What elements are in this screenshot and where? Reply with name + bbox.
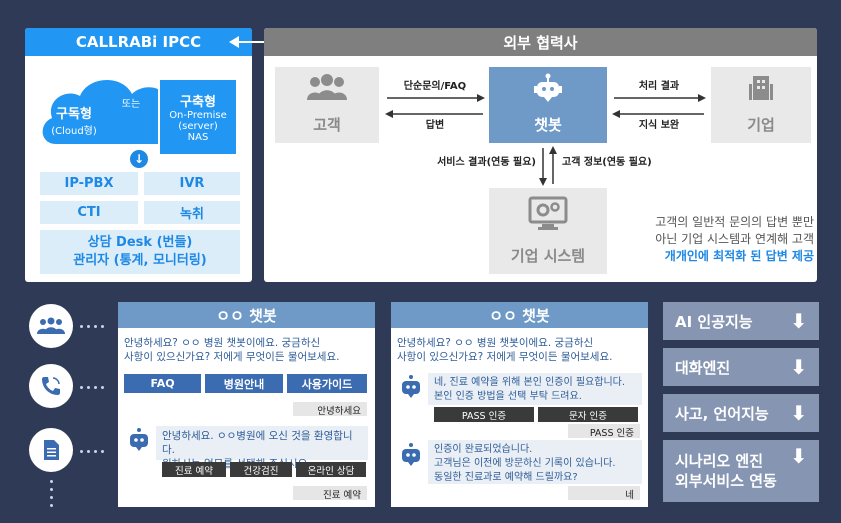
dots-3 bbox=[80, 450, 110, 454]
building-icon bbox=[749, 74, 773, 102]
dots-1 bbox=[80, 325, 110, 329]
module-ip-pbx: IP-PBX bbox=[40, 172, 138, 195]
cloud-label-title: 구독형 bbox=[56, 107, 92, 122]
module-ivr: IVR bbox=[144, 172, 240, 195]
people-icon bbox=[305, 74, 349, 104]
onprem-line1: On-Premise bbox=[169, 110, 227, 121]
chat1-greeting-line2: 사항이 있으신가요? 저에게 무엇이든 물어보세요. bbox=[124, 351, 340, 363]
module-cti: CTI bbox=[40, 201, 138, 224]
cloud-label: 구독형 (Cloud형) bbox=[44, 100, 104, 140]
arrows-chatbot-company bbox=[612, 90, 706, 122]
label-simple-faq: 단순문의/FAQ bbox=[403, 80, 467, 92]
label-answer: 답변 bbox=[425, 119, 445, 131]
chat2-option-pass[interactable]: PASS 인증 bbox=[434, 407, 534, 422]
phone-icon bbox=[29, 364, 73, 408]
chat1-option-consult[interactable]: 온라인 상담 bbox=[296, 462, 366, 477]
chat2-bot-a1: 네, 진료 예약을 위해 본인 인증이 필요합니다. bbox=[434, 377, 626, 388]
document-icon bbox=[29, 428, 73, 472]
module-recording: 녹취 bbox=[144, 201, 240, 224]
card-dialog: 대화엔진 ⬇ bbox=[663, 348, 819, 386]
cloud-label-sub: (Cloud형) bbox=[51, 126, 97, 137]
chat2-greeting: 안녕하세요? ㅇㅇ 병원 챗봇이에요. 궁금하신 사항이 있으신가요? 저에게 … bbox=[397, 336, 643, 364]
label-result: 처리 결과 bbox=[638, 80, 680, 92]
company-label: 기업 bbox=[747, 115, 775, 134]
chat2-header: ㅇㅇ 챗봇 bbox=[391, 302, 648, 328]
chat1-greeting: 안녕하세요? ㅇㅇ 병원 챗봇이에요. 궁금하신 사항이 있으신가요? 저에게 … bbox=[124, 336, 370, 364]
label-knowledge: 지식 보완 bbox=[638, 119, 680, 131]
chat1-guide-button[interactable]: 사용가이드 bbox=[287, 374, 367, 393]
system-label: 기업 시스템 bbox=[510, 246, 586, 265]
label-service: 서비스 결과(연동 필요) bbox=[437, 157, 536, 168]
onprem-line2: (server) bbox=[178, 121, 218, 132]
chat2-greeting-line2: 사항이 있으신가요? 저에게 무엇이든 물어보세요. bbox=[397, 351, 613, 363]
chat2-reply-2: 네 bbox=[568, 486, 640, 501]
card-thinking-label: 사고, 언어지능 bbox=[675, 404, 769, 423]
desk-line2: 관리자 (통계, 모니터링) bbox=[73, 253, 207, 268]
chat1-greeting-line1: 안녕하세요? ㅇㅇ 병원 챗봇이에요. 궁금하신 bbox=[124, 337, 321, 349]
chat2-bot-message-2: 인증이 완료되었습니다. 고객님은 이전에 방문하신 기록이 있습니다. 동일한… bbox=[428, 440, 642, 484]
partner-title: 외부 협력사 bbox=[264, 28, 817, 56]
onprem-line3: NAS bbox=[187, 132, 209, 143]
chat2-bot-b3: 동일한 진료과로 예약해 드릴까요? bbox=[434, 472, 578, 483]
card-scenario: 시나리오 엔진 외부서비스 연동 ⬇ bbox=[663, 440, 819, 502]
card-scenario-line2: 외부서비스 연동 bbox=[675, 472, 777, 490]
desc-line2: 아닌 기업 시스템과 연계해 고객 bbox=[655, 232, 814, 246]
robot-icon bbox=[534, 73, 562, 103]
chat2-bot-avatar-1 bbox=[400, 374, 422, 400]
arrow-down-icon: ⬇ bbox=[790, 355, 807, 379]
chat1-bot-line1: 안녕하세요. ㅇㅇ병원에 오신 것을 환영합니다. bbox=[162, 430, 353, 456]
chat1-option-reservation[interactable]: 진료 예약 bbox=[162, 462, 226, 477]
arrow-down-icon: ⬇ bbox=[790, 309, 807, 333]
chat2-bot-b2: 고객님은 이전에 방문하신 기록이 있습니다. bbox=[434, 458, 616, 469]
customer-label: 고객 bbox=[313, 115, 341, 134]
module-desk: 상담 Desk (번들) 관리자 (통계, 모니터링) bbox=[40, 230, 240, 274]
chat1-bot-avatar bbox=[128, 427, 150, 453]
partner-description: 고객의 일반적 문의의 답변 뿐만 아닌 기업 시스템과 연계해 고객 개개인에… bbox=[620, 214, 814, 265]
card-thinking: 사고, 언어지능 ⬇ bbox=[663, 394, 819, 432]
chat1-faq-button[interactable]: FAQ bbox=[124, 374, 201, 393]
chatbot-label: 챗봇 bbox=[534, 115, 562, 134]
card-dialog-label: 대화엔진 bbox=[675, 358, 731, 377]
card-ai-label: AI 인공지능 bbox=[675, 312, 753, 331]
chat2-greeting-line1: 안녕하세요? ㅇㅇ 병원 챗봇이에요. 궁금하신 bbox=[397, 337, 594, 349]
chat2-bot-message-1: 네, 진료 예약을 위해 본인 인증이 필요합니다. 본인 인증 방법을 선택 … bbox=[428, 373, 642, 405]
chat2-reply-1: PASS 인증 bbox=[568, 424, 640, 439]
arrows-chatbot-system bbox=[538, 146, 558, 186]
down-arrow-icon: ↓ bbox=[128, 148, 150, 170]
arrows-customer-chatbot bbox=[385, 90, 485, 122]
desk-line1: 상담 Desk (번들) bbox=[87, 235, 193, 250]
arrow-down-icon: ⬇ bbox=[790, 444, 807, 468]
chat1-reply-1: 안녕하세요 bbox=[293, 402, 367, 417]
chat1-header: ㅇㅇ 챗봇 bbox=[118, 302, 375, 328]
chat2-bot-avatar-2 bbox=[400, 442, 422, 468]
gear-monitor-icon bbox=[528, 196, 568, 232]
system-box bbox=[489, 188, 607, 274]
desc-line3: 개개인에 최적화 된 답변 제공 bbox=[664, 249, 814, 263]
chat1-reply-2: 진료 예약 bbox=[293, 486, 367, 501]
chat1-hospital-button[interactable]: 병원안내 bbox=[205, 374, 283, 393]
desc-line1: 고객의 일반적 문의의 답변 뿐만 bbox=[655, 215, 814, 229]
dots-2 bbox=[80, 386, 110, 390]
group-icon bbox=[29, 304, 73, 348]
arrow-down-icon: ⬇ bbox=[790, 401, 807, 425]
chat1-bot-message: 안녕하세요. ㅇㅇ병원에 오신 것을 환영합니다. 원하시는 업무를 선택해 주… bbox=[156, 426, 368, 470]
onprem-box: 구축형 On-Premise (server) NAS bbox=[158, 78, 238, 156]
ipcc-title: CALLRABi IPCC bbox=[25, 28, 252, 56]
label-custinfo: 고객 정보(연동 필요) bbox=[562, 157, 652, 168]
onprem-title: 구축형 bbox=[180, 95, 216, 110]
dots-vertical bbox=[50, 480, 54, 512]
chat2-bot-a2: 본인 인증 방법을 선택 부탁 드려요. bbox=[434, 391, 582, 402]
or-text: 또는 bbox=[121, 98, 141, 110]
chat2-option-sms[interactable]: 문자 인증 bbox=[538, 407, 638, 422]
chat1-option-checkup[interactable]: 건강검진 bbox=[230, 462, 292, 477]
card-scenario-line1: 시나리오 엔진 bbox=[675, 452, 764, 470]
card-ai: AI 인공지능 ⬇ bbox=[663, 302, 819, 340]
chat2-bot-b1: 인증이 완료되었습니다. bbox=[434, 444, 533, 455]
